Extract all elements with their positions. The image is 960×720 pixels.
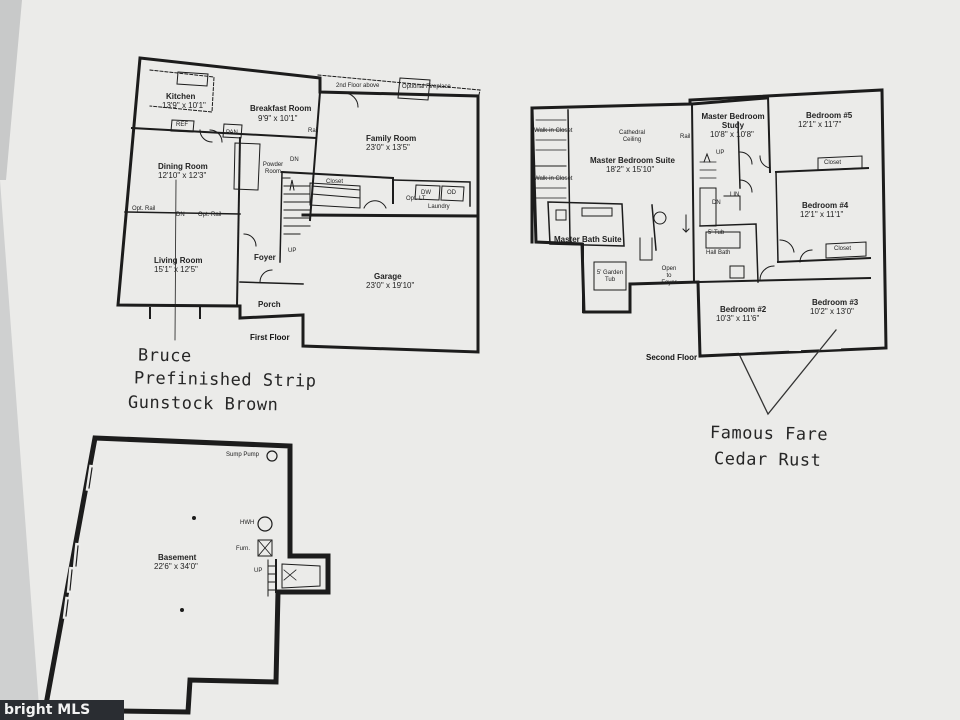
first-floor-walls	[116, 56, 481, 354]
room-dining-name: Dining Room	[158, 162, 208, 171]
room-master-study-name: Master Bedroom Study	[701, 112, 765, 130]
handwritten-note-flooring-line3: Gunstock Brown	[127, 392, 279, 416]
room-kitchen-name: Kitchen	[166, 92, 196, 101]
room-master-suite-dims: 18'2" x 15'10"	[606, 165, 655, 174]
room-living-dims: 15'1" x 12'5"	[154, 265, 198, 274]
room-bedroom5-name: Bedroom #5	[806, 111, 853, 120]
label-pan: PAN	[226, 130, 238, 136]
label-closet: Closet	[326, 179, 344, 185]
label-dn-family: DN	[290, 157, 299, 163]
label-ref: REF	[176, 122, 188, 128]
label-master-bath-suite: Master Bath Suite	[554, 235, 622, 244]
label-furn: Furn.	[236, 546, 251, 552]
room-bedroom5-dims: 12'1" x 11'7"	[798, 120, 842, 129]
label-hwh: HWH	[240, 520, 255, 526]
label-lin: LIN	[730, 192, 740, 198]
room-master-study-dims: 10'8" x 10'8"	[710, 130, 754, 139]
handwritten-note-carpet-line1: Famous Fare	[709, 422, 829, 446]
label-opt-lt: Opt. LT	[406, 196, 426, 202]
mls-watermark: bright MLS	[0, 700, 124, 720]
label-5-garden-tub: 5' Garden Tub	[596, 270, 624, 283]
label-open-to-foyer: Open to Foyer	[661, 266, 677, 286]
label-closet-bedroom5: Closet	[824, 160, 842, 166]
label-porch: Porch	[258, 300, 281, 309]
label-laundry: Laundry	[428, 204, 450, 210]
room-basement-dims: 22'6" x 34'0"	[154, 562, 198, 571]
label-hall-bath: Hall Bath	[706, 250, 731, 256]
room-bedroom3-name: Bedroom #3	[812, 298, 859, 307]
handwritten-note-flooring-line2: Prefinished Strip	[133, 368, 317, 392]
label-opt-rail-left: Opt. Rail	[132, 206, 156, 212]
room-bedroom2-name: Bedroom #2	[720, 305, 767, 314]
room-master-suite-name: Master Bedroom Suite	[590, 156, 675, 165]
room-family-name: Family Room	[366, 134, 417, 143]
first-floor-title: First Floor	[250, 333, 290, 342]
label-walk-in-closet-bottom: Walk-in Closet	[534, 176, 573, 182]
label-rail: Rail	[308, 128, 319, 134]
room-living-name: Living Room	[154, 256, 203, 265]
label-od: OD	[447, 190, 456, 196]
room-dining-dims: 12'10" x 12'3"	[158, 171, 207, 180]
room-bedroom2-dims: 10'3" x 11'6"	[716, 314, 760, 323]
room-breakfast-dims: 9'9" x 10'1"	[258, 114, 298, 123]
room-bedroom3-dims: 10'2" x 13'0"	[810, 307, 854, 316]
label-dn-dining: DN	[176, 212, 185, 218]
room-garage-name: Garage	[374, 272, 402, 281]
label-rail-second: Rail	[680, 134, 691, 140]
room-kitchen-dims: 13'9" x 10'1"	[162, 101, 206, 110]
label-up: UP	[288, 248, 297, 254]
handwritten-note-flooring-line1: Bruce	[137, 345, 192, 367]
label-optional-fireplace: Optional Fireplace	[402, 84, 451, 90]
handwritten-note-carpet-line2: Cedar Rust	[713, 449, 822, 471]
label-cathedral-ceiling: Cathedral Ceiling	[618, 130, 645, 143]
label-walk-in-closet-top: Walk-in Closet	[534, 128, 573, 134]
handwritten-arrows	[739, 329, 837, 416]
room-bedroom4-name: Bedroom #4	[802, 201, 849, 210]
room-garage-dims: 23'0" x 19'10"	[366, 281, 415, 290]
second-floor-title: Second Floor	[646, 353, 698, 362]
label-opt-rail-right: Opt. Rail	[198, 212, 222, 218]
label-foyer: Foyer	[254, 253, 276, 262]
basement-walls	[42, 435, 331, 715]
label-closet-bedroom4: Closet	[834, 246, 852, 252]
label-up-second: UP	[716, 150, 725, 156]
room-family-dims: 23'0" x 13'5"	[366, 143, 410, 152]
room-bedroom4-dims: 12'1" x 11'1"	[800, 210, 844, 219]
room-breakfast-name: Breakfast Room	[250, 104, 312, 113]
label-dw: DW	[421, 190, 431, 196]
label-up-basement: UP	[254, 568, 263, 574]
label-sump-pump: Sump Pump	[226, 452, 260, 458]
room-basement-name: Basement	[158, 553, 197, 562]
second-floor-walls	[530, 88, 888, 358]
label-2nd-floor-above: 2nd Floor above	[336, 83, 380, 89]
label-5-tub: 5' Tub	[708, 230, 725, 236]
label-dn-second: DN	[712, 200, 721, 206]
label-powder-room: Powder Room	[262, 162, 284, 175]
